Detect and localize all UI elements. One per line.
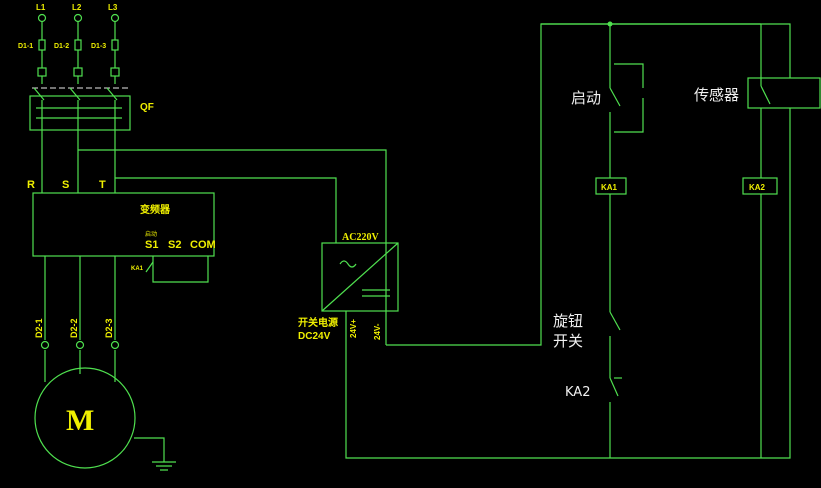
- coil-ka1: [595, 177, 627, 195]
- motor-label: M: [66, 404, 94, 437]
- sensor-label: 传感器: [694, 86, 739, 104]
- psu-body: [321, 242, 399, 312]
- inverter-start-small: 启动: [145, 230, 157, 238]
- fuse-d2-1-label: D2-1: [34, 318, 44, 338]
- input-t-label: T: [99, 179, 106, 191]
- coil-ka1-label: KA1: [601, 183, 618, 192]
- fuse-d1-1-label: D1-1: [18, 43, 33, 50]
- control-branch-ka1: 启动 KA1 旋钮 开关 KA2: [541, 21, 761, 458]
- terminal-com-label: COM: [190, 239, 216, 251]
- psu-output: DC24V: [298, 331, 331, 342]
- sensor-body: [747, 77, 821, 109]
- input-r-label: R: [27, 179, 35, 191]
- qf-terminal-1: [37, 67, 47, 77]
- breaker-label: QF: [140, 102, 154, 113]
- fuse-d1-2-label: D1-2: [54, 43, 69, 50]
- fuse-d1-2: [74, 39, 82, 51]
- terminal-l3: [110, 13, 120, 23]
- phase-wires-top: [37, 13, 120, 68]
- phase-l3-label: L3: [108, 3, 118, 12]
- psu-minus-label: 24V-: [373, 323, 382, 340]
- start-button-label: 启动: [571, 89, 601, 107]
- qf-terminal-3: [110, 67, 120, 77]
- fuse-d1-3-label: D1-3: [91, 43, 106, 50]
- fuses-top: D1-1 D1-2 D1-3: [18, 39, 119, 51]
- rotary-switch-label-2: 开关: [553, 332, 583, 350]
- terminal-s1-label: S1: [145, 239, 158, 251]
- ka2-contact-label: KA2: [565, 385, 590, 400]
- terminal-s2-label: S2: [168, 239, 181, 251]
- motor-feed: D2-1 D2-2 D2-3: [34, 256, 120, 382]
- fuse-d1-1: [38, 39, 46, 51]
- inverter-body: [32, 192, 215, 257]
- psu-input-label: AC220V: [342, 232, 379, 243]
- qf-terminal-2: [73, 67, 83, 77]
- coil-ka2: [742, 177, 778, 195]
- inverter: 变频器 启动 S1 S2 COM KA1: [32, 192, 216, 283]
- coil-ka2-label: KA2: [749, 183, 766, 192]
- phase-labels: L1 L2 L3: [36, 3, 118, 12]
- breaker-qf: QF: [29, 67, 154, 131]
- fuse-d2-1: [40, 340, 50, 350]
- psu-name: 开关电源: [298, 316, 338, 329]
- fuse-d2-2: [75, 340, 85, 350]
- fuse-d1-3: [111, 39, 119, 51]
- terminal-l1: [37, 13, 47, 23]
- inverter-feed: R S T: [27, 130, 387, 345]
- rotary-switch-label-1: 旋钮: [553, 312, 583, 330]
- motor: M: [34, 367, 176, 471]
- fuse-d2-3: [110, 340, 120, 350]
- inverter-title: 变频器: [140, 203, 171, 216]
- fuse-d2-3-label: D2-3: [104, 318, 114, 338]
- control-branch-ka2: 传感器 KA2: [694, 24, 821, 458]
- phase-l1-label: L1: [36, 3, 46, 12]
- qf-body: [29, 95, 131, 131]
- terminal-l2: [73, 13, 83, 23]
- motor-circle: [34, 367, 136, 469]
- phase-l2-label: L2: [72, 3, 82, 12]
- fuse-d2-2-label: D2-2: [69, 318, 79, 338]
- relay-contact-ka1-label: KA1: [131, 266, 144, 272]
- psu-plus-label: 24V+: [349, 319, 358, 338]
- input-s-label: S: [62, 179, 69, 191]
